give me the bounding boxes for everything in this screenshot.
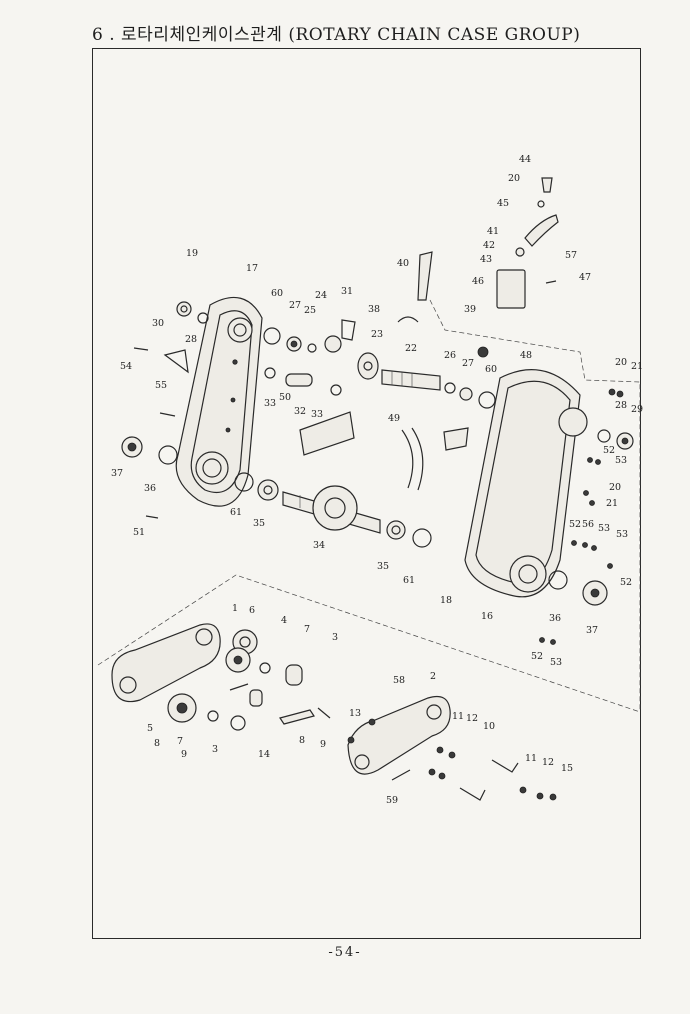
part-label-48: 48 bbox=[520, 350, 532, 361]
part-label-53: 53 bbox=[615, 455, 627, 466]
part-label-40: 40 bbox=[397, 258, 409, 269]
part-label-15: 15 bbox=[561, 763, 573, 774]
part-label-3: 3 bbox=[332, 632, 338, 643]
part-label-53: 53 bbox=[550, 657, 562, 668]
part-label-4: 4 bbox=[281, 615, 287, 626]
lower-chain-case-assembly bbox=[111, 623, 557, 801]
part-label-16: 16 bbox=[481, 611, 493, 622]
part-label-29: 29 bbox=[631, 404, 643, 415]
part-label-51: 51 bbox=[133, 527, 145, 538]
part-label-54: 54 bbox=[120, 361, 132, 372]
part-label-56: 56 bbox=[582, 519, 594, 530]
upper-group-boundary bbox=[429, 299, 641, 712]
part-label-34: 34 bbox=[313, 540, 325, 551]
part-label-3: 3 bbox=[212, 744, 218, 755]
part-label-61: 61 bbox=[403, 575, 415, 586]
part-label-61: 61 bbox=[230, 507, 242, 518]
part-label-37: 37 bbox=[111, 468, 123, 479]
part-label-8: 8 bbox=[299, 735, 305, 746]
part-label-47: 47 bbox=[579, 272, 591, 283]
part-label-5: 5 bbox=[147, 723, 153, 734]
part-label-46: 46 bbox=[472, 276, 484, 287]
part-label-21: 21 bbox=[631, 361, 643, 372]
part-label-52: 52 bbox=[620, 577, 632, 588]
part-label-57: 57 bbox=[565, 250, 577, 261]
part-label-31: 31 bbox=[341, 286, 353, 297]
part-label-18: 18 bbox=[440, 595, 452, 606]
part-label-28: 28 bbox=[185, 334, 197, 345]
part-label-58: 58 bbox=[393, 675, 405, 686]
part-label-22: 22 bbox=[405, 343, 417, 354]
part-label-36: 36 bbox=[549, 613, 561, 624]
part-label-39: 39 bbox=[464, 304, 476, 315]
part-label-27: 27 bbox=[462, 358, 474, 369]
part-label-12: 12 bbox=[542, 757, 554, 768]
part-label-43: 43 bbox=[480, 254, 492, 265]
part-label-33: 33 bbox=[264, 398, 276, 409]
part-label-2: 2 bbox=[430, 671, 436, 682]
part-label-37: 37 bbox=[586, 625, 598, 636]
part-label-24: 24 bbox=[315, 290, 327, 301]
part-label-25: 25 bbox=[304, 305, 316, 316]
lower-group-boundary bbox=[97, 574, 641, 713]
part-label-30: 30 bbox=[152, 318, 164, 329]
part-label-13: 13 bbox=[349, 708, 361, 719]
part-label-35: 35 bbox=[253, 518, 265, 529]
part-label-9: 9 bbox=[320, 739, 326, 750]
part-label-6: 6 bbox=[249, 605, 255, 616]
part-label-21: 21 bbox=[606, 498, 618, 509]
part-label-17: 17 bbox=[246, 263, 258, 274]
part-label-11: 11 bbox=[452, 711, 464, 722]
part-label-45: 45 bbox=[497, 198, 509, 209]
part-label-7: 7 bbox=[177, 736, 183, 747]
part-label-7: 7 bbox=[304, 624, 310, 635]
part-label-14: 14 bbox=[258, 749, 270, 760]
part-label-60: 60 bbox=[485, 364, 497, 375]
part-label-27: 27 bbox=[289, 300, 301, 311]
top-lever-parts bbox=[397, 177, 559, 358]
part-label-8: 8 bbox=[154, 738, 160, 749]
part-label-33: 33 bbox=[311, 409, 323, 420]
part-label-60: 60 bbox=[271, 288, 283, 299]
part-label-20: 20 bbox=[609, 482, 621, 493]
part-label-12: 12 bbox=[466, 713, 478, 724]
part-label-9: 9 bbox=[181, 749, 187, 760]
diagram-frame bbox=[92, 48, 641, 939]
part-label-50: 50 bbox=[279, 392, 291, 403]
part-label-52: 52 bbox=[603, 445, 615, 456]
left-small-parts bbox=[121, 301, 379, 519]
center-shafts bbox=[282, 369, 441, 548]
part-label-55: 55 bbox=[155, 380, 167, 391]
page-number: -54- bbox=[328, 945, 362, 960]
part-label-41: 41 bbox=[487, 226, 499, 237]
part-label-36: 36 bbox=[144, 483, 156, 494]
part-label-1: 1 bbox=[232, 603, 238, 614]
part-label-26: 26 bbox=[444, 350, 456, 361]
right-chain-case bbox=[401, 369, 634, 645]
part-label-59: 59 bbox=[386, 795, 398, 806]
part-label-20: 20 bbox=[508, 173, 520, 184]
left-chain-case bbox=[175, 296, 263, 507]
part-label-49: 49 bbox=[388, 413, 400, 424]
part-label-32: 32 bbox=[294, 406, 306, 417]
part-label-52: 52 bbox=[569, 519, 581, 530]
part-label-52: 52 bbox=[531, 651, 543, 662]
part-label-53: 53 bbox=[598, 523, 610, 534]
part-label-10: 10 bbox=[483, 721, 495, 732]
part-label-53: 53 bbox=[616, 529, 628, 540]
part-label-23: 23 bbox=[371, 329, 383, 340]
part-label-20: 20 bbox=[615, 357, 627, 368]
part-label-38: 38 bbox=[368, 304, 380, 315]
part-label-35: 35 bbox=[377, 561, 389, 572]
part-label-44: 44 bbox=[519, 154, 531, 165]
part-label-42: 42 bbox=[483, 240, 495, 251]
part-label-11: 11 bbox=[525, 753, 537, 764]
part-label-28: 28 bbox=[615, 400, 627, 411]
page-title: 6 . 로타리체인케이스관계 (ROTARY CHAIN CASE GROUP) bbox=[92, 25, 581, 45]
part-label-19: 19 bbox=[186, 248, 198, 259]
